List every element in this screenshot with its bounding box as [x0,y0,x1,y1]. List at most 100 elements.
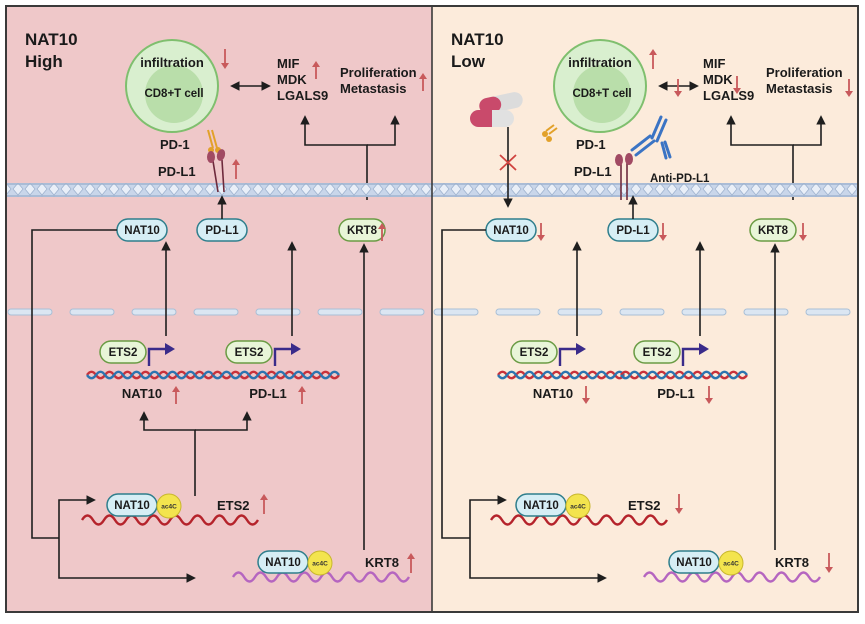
cell-membrane-bilayer [432,183,858,197]
cytokine-mdk: MDK [703,72,733,87]
mrna-krt8-trend-arrow-icon [407,553,415,573]
promoter-arrow-icon [681,347,701,366]
trend-head [221,63,229,69]
promoter-arrow-head [576,343,586,355]
mrna-target-label: ETS2 [217,498,250,513]
trend-head [172,386,180,392]
cytokine-trend-arrow-icon [733,76,741,94]
trend-head [537,235,545,241]
nat10-loop-line [31,229,117,539]
transcription-factor-ets2: ETS2 [99,340,147,364]
nat10-enzyme: NAT10 [668,550,720,574]
nat10-enzyme: NAT10 [106,493,158,517]
cell-type-label: CD8+T cell [144,88,203,100]
mrna-strand [231,571,411,583]
infiltration-down-arrow-icon [221,49,229,69]
gene-pd-l1-trend-arrow-icon [705,386,713,404]
ac4c-label: ac4C [312,561,328,568]
trend-head [378,223,386,229]
phenotype-trend-arrow-icon [419,73,427,91]
protein-label: ETS2 [643,347,672,359]
pdl1-stalk [212,159,225,193]
gene-label: NAT10 [533,386,573,401]
pdl1-stalk [620,163,628,200]
trend-head [675,508,683,514]
promoter-arrow-icon [147,347,167,366]
trend-head [845,91,853,97]
pdl1-ligand-icon [207,149,226,193]
dna-strand-blue [212,370,340,380]
nat10-to-krt8-mrna-arrow [469,538,607,583]
protein-label: KRT8 [758,225,789,237]
protein-label: ETS2 [235,347,264,359]
krt8-to-cytokines-arrow [300,115,368,200]
nuclear-pore-segment [619,308,665,316]
transcription-factor-ets2: ETS2 [225,340,273,364]
mrna-ets2-trend-arrow-icon [675,494,683,514]
cell-type-label: CD8+T cell [572,88,631,100]
nat10-inhibitor-drug-icon [470,92,523,127]
protein-shape [510,340,558,364]
cyto-protein-pd-l1: PD-L1 [196,218,248,242]
pdl1-label: PD-L1 [574,164,612,179]
cell-nucleus [145,65,203,123]
trend-head [312,61,320,67]
capsule-back-color [479,96,502,114]
protein-label: NAT10 [493,225,529,237]
pd1-receptor-icon [207,129,221,153]
ac4c-label: ac4C [570,504,586,511]
trend-head [799,235,807,241]
nuclear-pore-segment [131,308,177,316]
cell-membrane-bilayer [6,183,432,197]
ac4c-label: ac4C [723,561,739,568]
cyto-nat10-trend-arrow-icon [537,223,545,241]
mrna-strand [80,514,260,526]
mrna-strand [489,514,669,526]
mrna-krt8-trend-arrow-icon [825,553,833,573]
cytokine-lgals9: LGALS9 [703,88,754,103]
krt8-to-phenotype-arrow [367,115,400,146]
mrna-strand [642,571,822,583]
protein-shape [749,218,797,242]
pd1-head [546,136,552,142]
nuclear-pore-segment [7,308,53,316]
pdl1-surface-up-arrow-icon [232,159,240,179]
pd1-stalk [545,124,558,135]
cyto-krt8-trend-arrow-icon [799,223,807,241]
nat10-enzyme: NAT10 [257,550,309,574]
protein-label: NAT10 [523,500,559,512]
phenotype-proliferation: Proliferation [766,65,843,80]
ac4c-modification-icon: ac4C [156,493,182,519]
cyto-krt8-trend-arrow-icon [378,223,386,241]
cytokine-mif: MIF [277,56,299,71]
cytokine-mdk: MDK [277,72,307,87]
promoter-arrow-head [291,343,301,355]
mrna-target-label: KRT8 [775,555,809,570]
nuclear-envelope [7,308,425,316]
cyto-protein-krt8: KRT8 [338,218,386,242]
pd1-head [542,131,548,137]
dna-double-helix [620,370,748,380]
nuclear-pore-segment [433,308,479,316]
ac4c-modification-icon: ac4C [307,550,333,576]
cyto-protein-pd-l1: PD-L1 [607,218,659,242]
trend-head [298,386,306,392]
protein-label: NAT10 [265,557,301,569]
cyto-protein-krt8: KRT8 [749,218,797,242]
protein-label: PD-L1 [616,225,650,237]
promoter-arrow-head [699,343,709,355]
protein-shape [633,340,681,364]
cytokine-mif: MIF [703,56,725,71]
nuclear-pore-segment [379,308,425,316]
nuclear-pore-segment [495,308,541,316]
blocked-x [499,154,517,171]
nuclear-pore-segment [557,308,603,316]
nuclear-pore-segment [317,308,363,316]
